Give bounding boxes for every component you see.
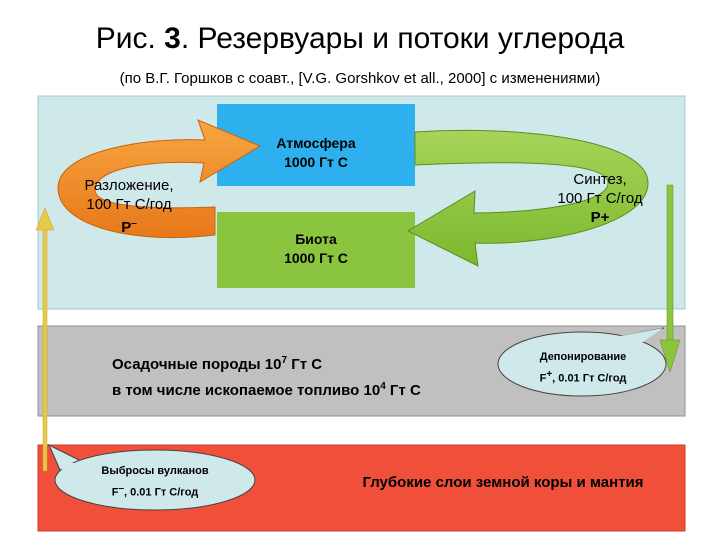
- volcano-callout: [54, 449, 256, 511]
- synthesis-arrow: [406, 129, 649, 267]
- decomposition-label: Разложение, 100 Гт С/год P–: [84, 177, 174, 236]
- volcano-up-arrow: [35, 207, 55, 472]
- volcanoes-label: Выбросы вулканов F–, 0.01 Гт С/год: [101, 465, 209, 499]
- figure-title: Рис. 3. Резервуары и потоки углерода: [95, 22, 625, 55]
- synthesis-label: Синтез, 100 Гт С/год P+: [557, 171, 643, 226]
- biota-label: Биота 1000 Гт С: [284, 231, 348, 266]
- sediments-label: Осадочные породы 107 Гт С в том числе ис…: [112, 355, 421, 399]
- figure-subtitle: (по В.Г. Горшков с соавт., [V.G. Gorshko…: [119, 70, 601, 87]
- biota-box: [217, 212, 415, 288]
- deposition-label: Депонирование F+, 0.01 Гт С/год: [539, 351, 627, 385]
- decomposition-arrow: [57, 119, 262, 239]
- deposition-down-arrow: [659, 184, 681, 373]
- deep-layers-label: Глубокие слои земной коры и мантия: [362, 474, 644, 491]
- atmosphere-label: Атмосфера 1000 Гт С: [276, 135, 356, 170]
